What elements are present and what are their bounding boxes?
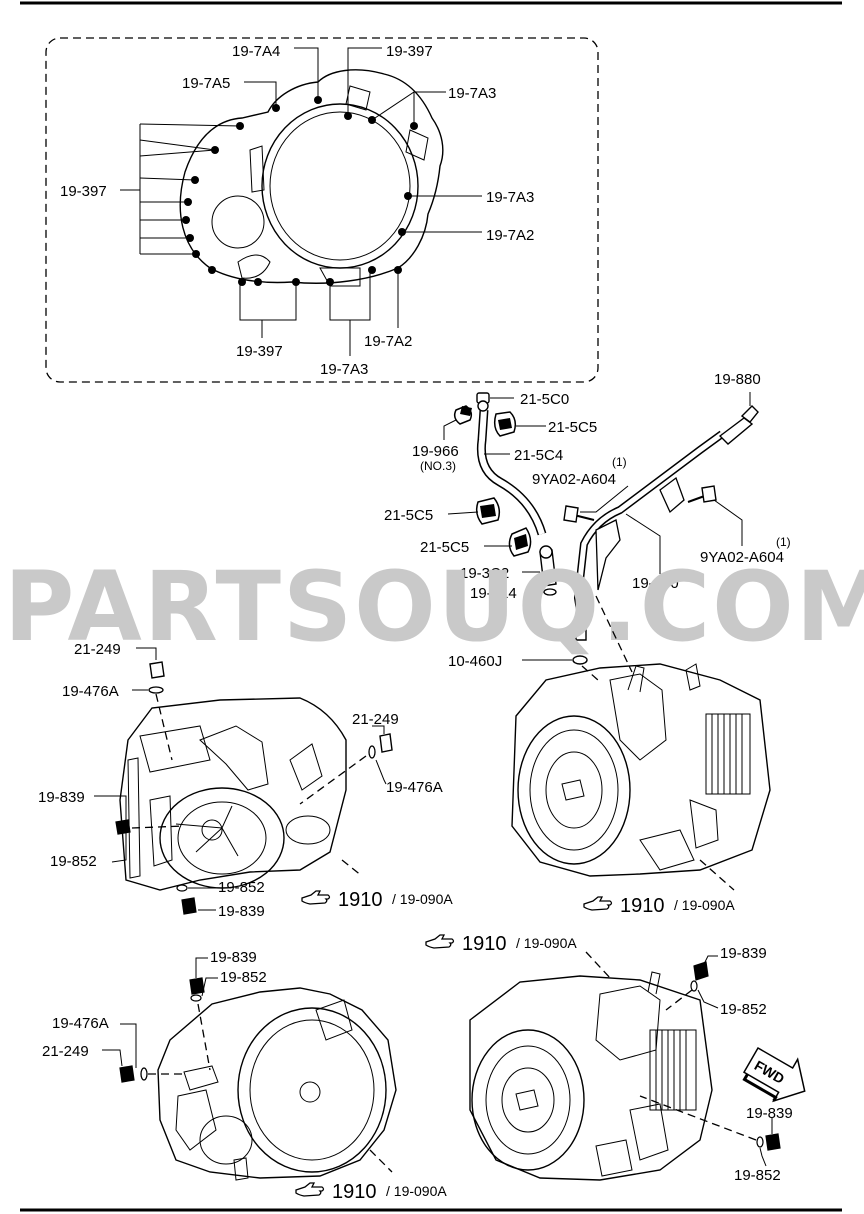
- bell-housing-bore: [261, 103, 419, 269]
- ref-number-bottom-left: 1910: [332, 1181, 377, 1203]
- label-19-852-bottom-left: 19-852: [220, 969, 267, 986]
- transaxle-left-view: 21-249 19-476A 21-249 19-476A 19-839 19-…: [38, 641, 453, 920]
- oil-cooler-fins-bottom: [649, 1029, 697, 1111]
- label-19-397-inset-left: 19-397: [60, 183, 107, 200]
- label-19-839-bottom-left: 19-839: [210, 949, 257, 966]
- reference-hand-icon: [425, 934, 455, 949]
- label-19-852-bottom-right-top: 19-852: [720, 1001, 767, 1018]
- label-21-5c5-top: 21-5C5: [548, 419, 597, 436]
- label-a604-bottom-note: (1): [776, 535, 791, 549]
- bolt-19-839-bottom-right-bottom: [765, 1133, 781, 1151]
- bell-housing-outline: [179, 69, 444, 284]
- ref-code-right: / 19-090A: [674, 897, 735, 913]
- label-21-5c0: 21-5C0: [520, 391, 569, 408]
- label-21-5c5-lower: 21-5C5: [420, 539, 469, 556]
- label-21-249-right: 21-249: [352, 711, 399, 728]
- label-19-966: 19-966: [412, 443, 459, 460]
- bolt-19-839-bottom-left: [189, 977, 205, 995]
- label-19-3c2: 19-3C2: [460, 565, 509, 582]
- drain-plug-right: [379, 733, 393, 753]
- drain-plug-top: [149, 661, 165, 679]
- forward-arrow-icon: FWD: [742, 1046, 806, 1103]
- torque-converter: [517, 715, 631, 865]
- label-9ya02-a604-top: 9YA02-A604: [532, 471, 616, 488]
- bolt-19-839-bottom-right-top: [693, 961, 709, 981]
- o-ring-10-460j: [572, 655, 588, 665]
- label-21-249-bottom-left: 21-249: [42, 1043, 89, 1060]
- label-19-397-inset-top: 19-397: [386, 43, 433, 60]
- label-19-214: 19-214: [470, 585, 517, 602]
- label-9ya02-a604-bottom: 9YA02-A604: [700, 549, 784, 566]
- bolt-19-839-bottom: [181, 897, 197, 915]
- bolt-9ya02-a604-top: [563, 505, 595, 523]
- torque-converter-bottom-right: [471, 1029, 585, 1171]
- label-21-5c5-mid: 21-5C5: [384, 507, 433, 524]
- label-19-397-inset-bottom: 19-397: [236, 343, 283, 360]
- label-19-839-bottom: 19-839: [218, 903, 265, 920]
- converter-housing: [159, 787, 285, 889]
- watermark: PARTSOUQ.COM: [4, 551, 864, 663]
- label-no3: (NO.3): [420, 459, 456, 473]
- bell-housing-inset: 19-7A4 19-397 19-7A5 19-7A3 19-397 19-7A…: [45, 37, 599, 383]
- inset-leaders: [120, 47, 482, 356]
- label-19-476a-bottom-left: 19-476A: [52, 1015, 109, 1032]
- label-10-460j: 10-460J: [448, 653, 502, 670]
- dipstick-19-880: [718, 417, 754, 445]
- label-19-7a4-inset: 19-7A4: [232, 43, 280, 60]
- bolt-9ya02-a604-bottom: [687, 485, 717, 503]
- label-19-852-left: 19-852: [50, 853, 97, 870]
- label-19-476a-top: 19-476A: [62, 683, 119, 700]
- label-19-852-bottom: 19-852: [218, 879, 265, 896]
- bolt-19-839-left: [115, 819, 131, 835]
- label-19-7a2-inset-right: 19-7A2: [486, 227, 534, 244]
- label-19-7a2-inset-bottom: 19-7A2: [364, 333, 412, 350]
- label-19-870: 19-870: [632, 575, 679, 592]
- label-19-839-left: 19-839: [38, 789, 85, 806]
- oil-cooler-fins: [705, 713, 751, 795]
- label-a604-top-note: (1): [612, 455, 627, 469]
- ref-number-right: 1910: [620, 895, 665, 917]
- bolt-markers: [182, 96, 418, 286]
- label-19-880: 19-880: [714, 371, 761, 388]
- label-19-7a3-inset-mid: 19-7A3: [486, 189, 534, 206]
- reference-hand-icon: [583, 896, 613, 911]
- ref-number-bottom-right: 1910: [462, 933, 507, 955]
- ref-code-bottom-right: / 19-090A: [516, 935, 577, 951]
- label-19-7a3-inset-bottom: 19-7A3: [320, 361, 368, 378]
- reference-hand-icon: [301, 890, 331, 905]
- oil-level-gauge-group: 21-5C0 21-5C5 19-966 (NO.3) 21-5C4 21-5C…: [384, 371, 791, 670]
- dipstick-leaders: [443, 392, 751, 661]
- transaxle-bottom-left-view: 19-839 19-852 19-476A 21-249 1910 / 19-0…: [42, 949, 447, 1203]
- label-19-839-bottom-right-top: 19-839: [720, 945, 767, 962]
- shaft-bore: [211, 195, 265, 249]
- transaxle-right-view: 1910 / 19-090A: [511, 595, 771, 917]
- label-21-249-top: 21-249: [74, 641, 121, 658]
- ref-code-left: / 19-090A: [392, 891, 453, 907]
- tube-bracket: [595, 519, 621, 591]
- ref-code-bottom-left: / 19-090A: [386, 1183, 447, 1199]
- label-19-7a3-inset-top: 19-7A3: [448, 85, 496, 102]
- label-21-5c4: 21-5C4: [514, 447, 563, 464]
- bell-housing-inner-ring: [269, 111, 411, 261]
- label-19-476a-right: 19-476A: [386, 779, 443, 796]
- bell-housing-bottom-left: [237, 1007, 387, 1173]
- reference-hand-icon: [295, 1182, 325, 1197]
- transaxle-bottom-right-view: 1910 / 19-090A 19-839 19-852 19-839 19-8…: [425, 933, 806, 1184]
- plug-21-249-bottom-left: [119, 1065, 135, 1083]
- page-border: [20, 1, 842, 1212]
- ref-number-left: 1910: [338, 889, 383, 911]
- inset-dashed-frame: [45, 37, 599, 383]
- label-19-852-bottom-right-bottom: 19-852: [734, 1167, 781, 1184]
- label-19-839-bottom-right-bottom: 19-839: [746, 1105, 793, 1122]
- label-19-7a5-inset: 19-7A5: [182, 75, 230, 92]
